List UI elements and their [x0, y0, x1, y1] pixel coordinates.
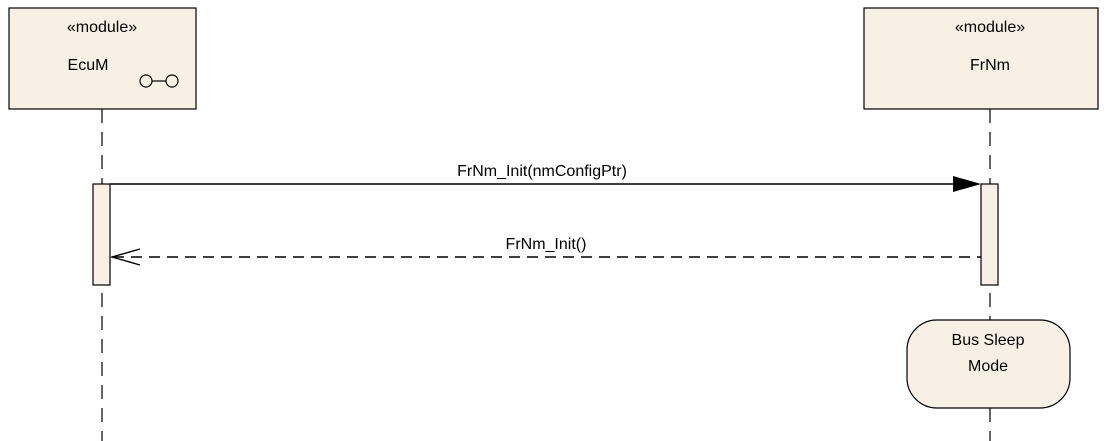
frnm-name: FrNm [970, 57, 1010, 74]
ecum-stereotype: «module» [67, 19, 137, 36]
lifeline-frnm: «module» FrNm [863, 7, 1099, 110]
return-label: FrNm_Init() [506, 236, 587, 253]
message-call: FrNm_Init(nmConfigPtr) [110, 163, 981, 192]
ecum-activation-bar [92, 183, 111, 286]
frnm-module-box [863, 7, 1099, 110]
ecum-name: EcuM [68, 57, 109, 74]
filled-arrowhead-icon [953, 176, 981, 192]
frnm-stereotype: «module» [955, 19, 1025, 36]
call-label: FrNm_Init(nmConfigPtr) [457, 163, 627, 180]
component-icon [139, 74, 179, 88]
state-label-line1: Bus Sleep [952, 332, 1025, 349]
lifeline-ecum: «module» EcuM [8, 7, 197, 110]
state-box [906, 319, 1071, 409]
state-label-line2: Mode [968, 358, 1008, 375]
message-return: FrNm_Init() [109, 236, 981, 266]
frnm-activation-bar [980, 183, 999, 286]
ecum-module-box [8, 7, 197, 110]
open-arrowhead-icon [109, 248, 141, 266]
state-bus-sleep-mode: Bus Sleep Mode [906, 319, 1071, 409]
